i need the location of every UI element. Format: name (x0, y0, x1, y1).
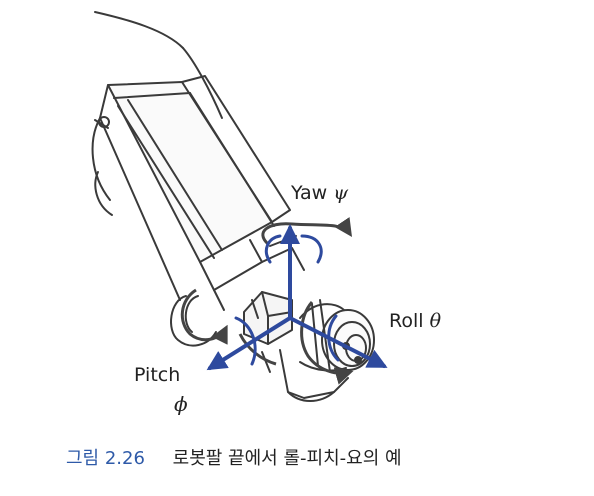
roll-symbol: θ (429, 310, 442, 332)
yaw-blue-arc (264, 234, 282, 264)
roll-label-text: Roll (389, 310, 424, 332)
roll-label: Roll θ (389, 312, 441, 331)
pitch-label: Pitch (134, 366, 180, 385)
figure-caption: 그림 2.26 로봇팔 끝에서 롤-피치-요의 예 (66, 450, 402, 468)
figure-number: 그림 2.26 (66, 448, 145, 469)
roll-blue-arc (327, 314, 340, 362)
coordinate-axes (206, 224, 388, 371)
pitch-axis-arrow (206, 316, 292, 371)
yaw-blue-arc-right (300, 234, 323, 264)
pitch-rotation-arc (180, 288, 228, 345)
pitch-blue-arc (234, 316, 257, 366)
pitch-label-text: Pitch (134, 364, 181, 386)
figure-caption-text: 로봇팔 끝에서 롤-피치-요의 예 (172, 448, 402, 469)
robot-arm-drawing (91, 11, 375, 402)
yaw-label-text: Yaw (291, 182, 328, 204)
roll-axis-arrow (288, 316, 388, 368)
yaw-label: Yaw ψ (291, 184, 348, 203)
pitch-symbol: ϕ (174, 392, 188, 416)
yaw-rotation-arc (261, 217, 353, 246)
yaw-symbol: ψ (333, 182, 349, 204)
roll-rotation-arc (300, 301, 354, 385)
